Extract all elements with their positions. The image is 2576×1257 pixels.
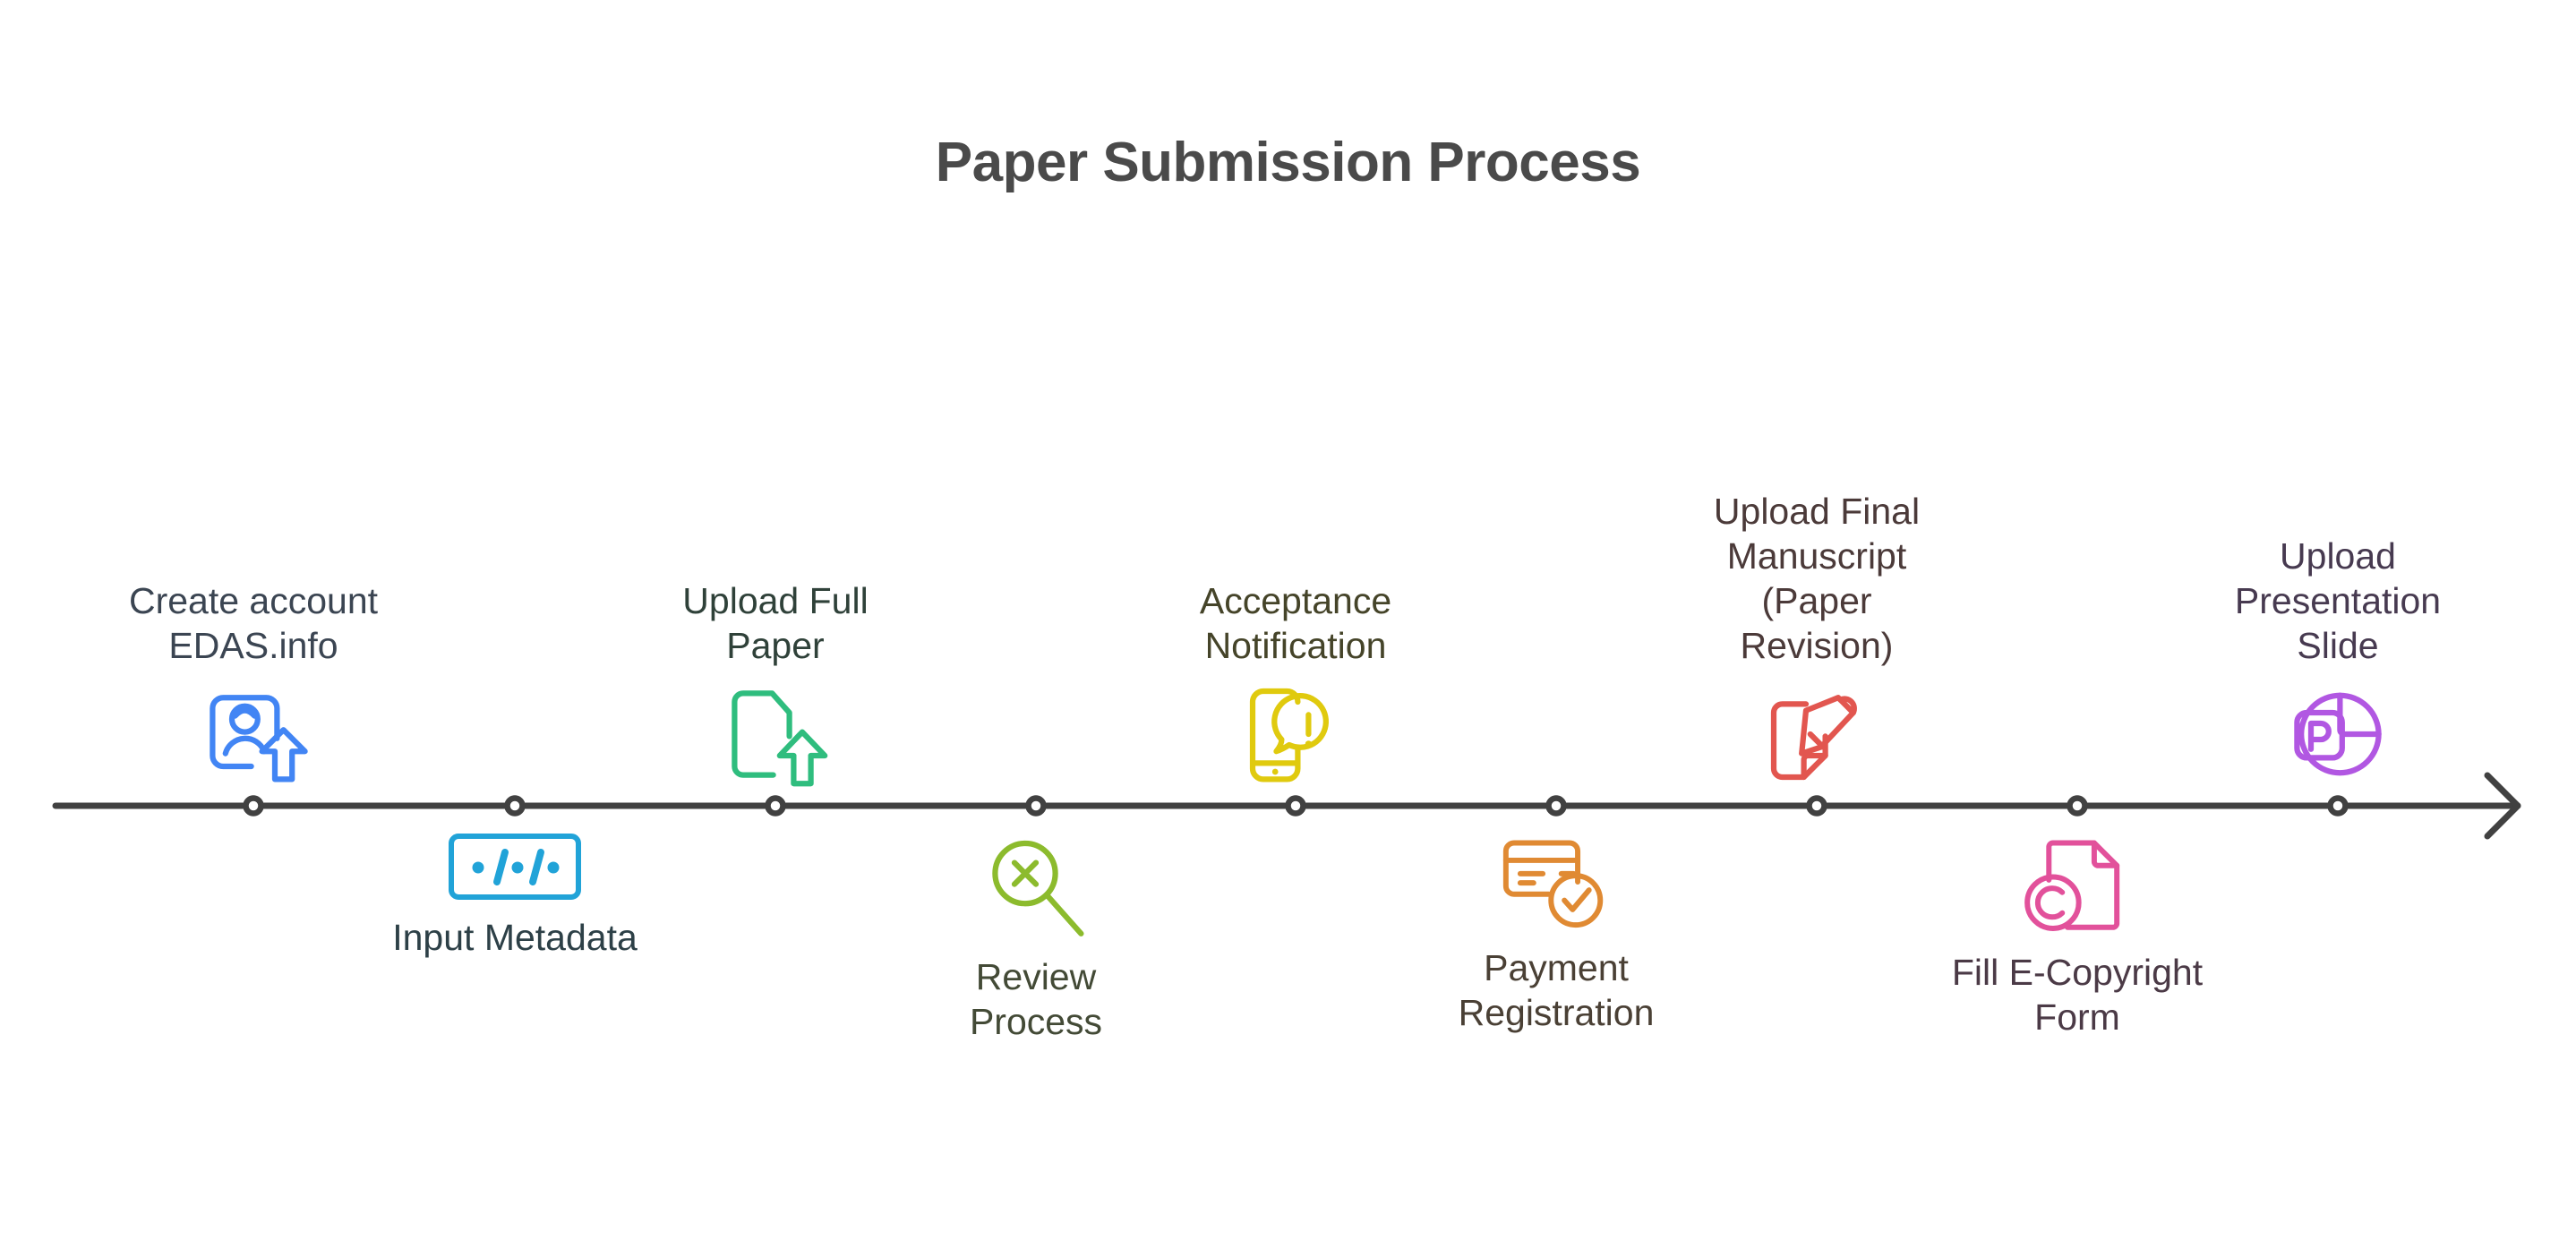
step-label-2: Input Metadata [392,917,638,958]
timeline-step-9[interactable]: Upload Presentation Slide [2150,534,2526,788]
card-check-icon [1499,833,1613,931]
step-label-8: Fill E-Copyright Form [1951,952,2204,1039]
magnifier-x-icon [982,833,1090,940]
timeline-node-1[interactable] [243,795,264,817]
timeline-node-5[interactable] [1285,795,1306,817]
step-label-4: Review Process [969,956,1103,1043]
phone-alert-icon [1242,680,1349,788]
document-pencil-icon [1763,680,1870,788]
step-label-6: Payment Registration [1458,947,1655,1034]
timeline-step-6[interactable]: Payment Registration [1368,833,1744,1035]
step-label-1: Create account EDAS.info [128,579,379,666]
timeline-step-4[interactable]: Review Process [848,833,1224,1044]
step-label-9: Upload Presentation Slide [2234,534,2442,666]
timeline-node-3[interactable] [765,795,786,817]
timeline-step-1[interactable]: Create account EDAS.info [65,578,441,788]
timeline-step-5[interactable]: Acceptance Notification [1108,578,1484,788]
step-label-5: Acceptance Notification [1199,579,1392,666]
account-upload-icon [200,680,308,788]
powerpoint-slide-icon [2284,680,2392,788]
document-copyright-icon [2022,833,2134,936]
step-label-3: Upload Full Paper [682,579,869,666]
step-label-7: Upload Final Manuscript (Paper Revision) [1713,490,1921,666]
timeline-step-3[interactable]: Upload Full Paper [587,578,963,788]
timeline-node-4[interactable] [1025,795,1047,817]
timeline-node-6[interactable] [1545,795,1567,817]
page-title: Paper Submission Process [935,132,1641,193]
timeline-step-7[interactable]: Upload Final Manuscript (Paper Revision) [1629,489,2005,788]
timeline-step-2[interactable]: Input Metadata [327,833,703,960]
timeline-node-8[interactable] [2067,795,2088,817]
metadata-field-icon [448,833,582,901]
timeline-node-9[interactable] [2327,795,2349,817]
timeline-node-2[interactable] [504,795,526,817]
timeline-node-7[interactable] [1806,795,1827,817]
timeline-step-8[interactable]: Fill E-Copyright Form [1889,833,2265,1039]
document-upload-icon [722,680,829,788]
